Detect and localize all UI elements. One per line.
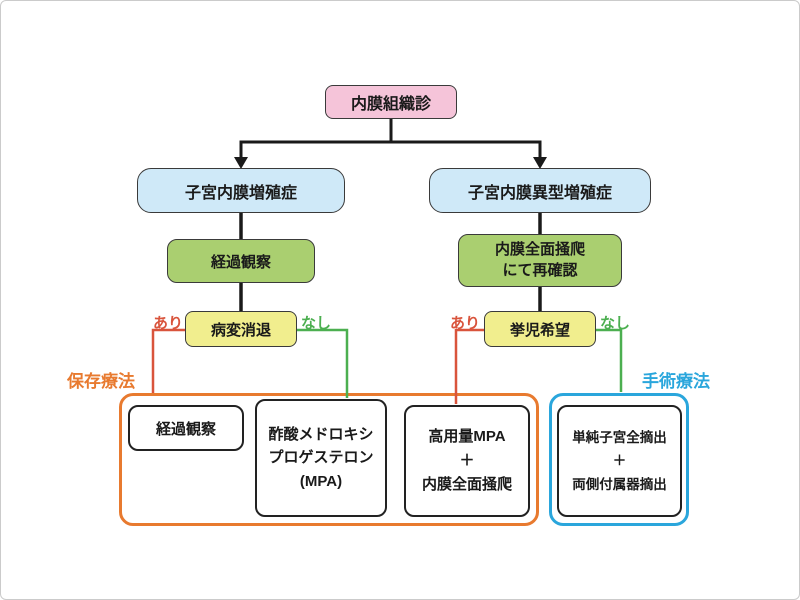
node-endometrial-biopsy: 内膜組織診 <box>325 85 457 119</box>
label-yes-left: あり <box>152 315 183 332</box>
outcome-hysterectomy-salpingo-oophorectomy: 単純子宮全摘出 ＋ 両側付属器摘出 <box>557 405 682 517</box>
label-surgical-therapy: 手術療法 <box>642 372 710 391</box>
edge-yes-left <box>151 328 185 393</box>
node-lesion-regression: 病変消退 <box>185 311 297 347</box>
outcome-follow-up-observation: 経過観察 <box>128 405 244 451</box>
label-no-right: なし <box>600 315 631 332</box>
node-atypical-endometrial-hyperplasia: 子宮内膜異型増殖症 <box>429 168 651 213</box>
label-no-left: なし <box>301 315 332 332</box>
node-desire-for-children: 挙児希望 <box>484 311 596 347</box>
outcome-high-dose-mpa-curettage: 高用量MPA ＋ 内膜全面掻爬 <box>404 405 530 517</box>
edge-no-left <box>297 328 349 398</box>
edge-no-right <box>596 328 623 392</box>
node-endometrial-hyperplasia: 子宮内膜増殖症 <box>137 168 345 213</box>
outcome-medroxyprogesterone-acetate: 酢酸メドロキシ プロゲステロン (MPA) <box>255 399 387 517</box>
label-conservative-therapy: 保存療法 <box>67 372 135 391</box>
node-follow-up-observation: 経過観察 <box>167 239 315 283</box>
node-recheck-full-curettage: 内膜全面掻爬 にて再確認 <box>458 234 622 287</box>
label-yes-right: あり <box>449 315 480 332</box>
